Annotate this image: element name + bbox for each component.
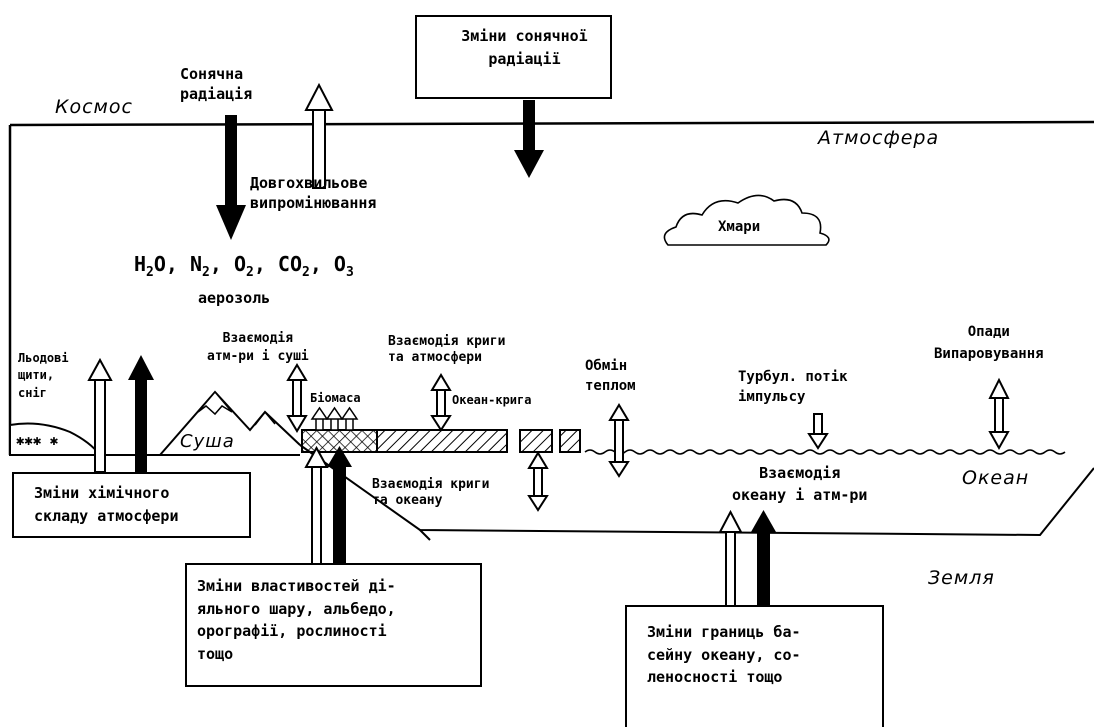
ocean-atm-label: Взаємодія океану і атм-ри (732, 464, 868, 504)
solar-radiation-label: Сонячна радіація (180, 65, 253, 104)
aerosol-label: аерозоль (198, 289, 271, 307)
longwave-label: Довгохвильове випромінювання (250, 174, 377, 213)
solar-change-arrow (514, 100, 544, 178)
atmosphere-boundary (8, 120, 1094, 455)
ice-ocean-arrow (527, 451, 549, 512)
biomass-label: Біомаса (310, 391, 361, 405)
land-surface: ✱✱✱ ✱ (9, 390, 301, 456)
ocean-change-box: Зміни границь ба- сейну океану, со- лено… (625, 605, 884, 727)
precip-arrow (988, 377, 1010, 451)
chem-change-box: Зміни хімічного складу атмосфери (12, 472, 251, 538)
space-label: Космос (55, 96, 133, 118)
composition-gases: H2O, N2, O2, CO2, O3 (134, 252, 354, 280)
ice-atm-label: Взаємодія криги та атмосфери (388, 334, 506, 366)
ice-floe-1 (519, 429, 553, 453)
biomass-arrows (310, 406, 359, 431)
heat-exchange-label: Обмін теплом (585, 358, 636, 395)
svg-text:✱✱✱ ✱: ✱✱✱ ✱ (16, 433, 59, 449)
land-label: Суша (180, 431, 235, 452)
cloud-shape (663, 194, 830, 246)
turbulent-label: Турбул. потік імпульсу (738, 369, 848, 405)
ice-atm-arrow (430, 373, 452, 432)
atm-land-arrow (286, 363, 308, 433)
ice-sheets-label: Льодові щити, сніг (18, 351, 69, 400)
ocean-label: Океан (962, 467, 1030, 489)
ocean-ice-label: Океан-крига (452, 393, 532, 407)
atm-land-label: Взаємодія атм-ри і суші (207, 331, 309, 364)
clouds-label: Хмари (718, 219, 761, 235)
turbulent-arrow (807, 413, 829, 450)
atmosphere-label: Атмосфера (818, 127, 940, 149)
chem-change-arrow (128, 355, 154, 472)
precip-label: Опади Випаровування (934, 324, 1044, 362)
ice-floe-2 (559, 429, 581, 453)
heat-exchange-arrow (608, 403, 630, 478)
ice-ocean-label: Взаємодія криги та океану (372, 477, 490, 509)
earth-label: Земля (928, 567, 995, 589)
solar-change-box: Зміни сонячної радіації (415, 15, 612, 99)
sea-ice-block (376, 429, 508, 453)
ocean-surface (584, 449, 1066, 455)
longwave-arrow (304, 82, 334, 189)
ocean-change-arrows (718, 509, 776, 611)
surface-change-box: Зміни властивостей ді- яльного шару, аль… (185, 563, 482, 687)
surface-change-arrows (304, 445, 352, 566)
solar-radiation-arrow (216, 115, 246, 240)
